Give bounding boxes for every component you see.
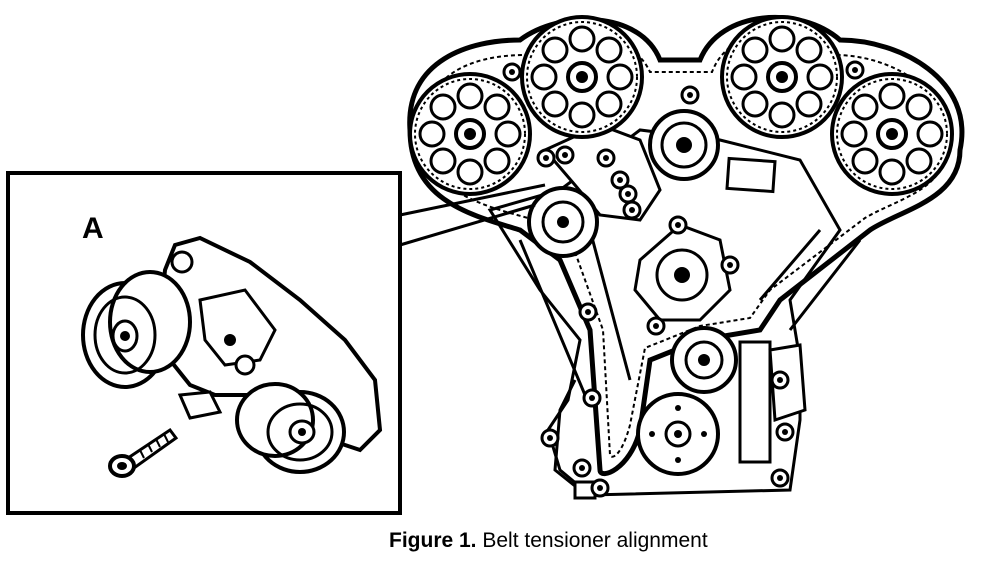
- lower-idler-pulley: [670, 326, 738, 394]
- callout-leader: [399, 183, 546, 247]
- cam-pulley-left-inner: [520, 15, 644, 139]
- tensioner-bolt: [108, 427, 179, 478]
- tensioner-pulley: [527, 186, 599, 258]
- inset-label: A: [82, 212, 104, 245]
- inset-tensioner-detail: [6, 171, 402, 515]
- cam-pulley-left-outer: [408, 72, 532, 196]
- crankshaft-sprocket: [636, 392, 720, 476]
- water-pump: [633, 223, 732, 322]
- figure-caption-text: Belt tensioner alignment: [482, 529, 708, 552]
- cam-pulley-right-outer: [830, 72, 954, 196]
- cam-pulley-right-inner: [720, 15, 844, 139]
- upper-idler-pulley: [648, 109, 720, 181]
- figure-caption: Figure 1. Belt tensioner alignment: [389, 526, 819, 556]
- figure-number: Figure 1.: [389, 529, 477, 552]
